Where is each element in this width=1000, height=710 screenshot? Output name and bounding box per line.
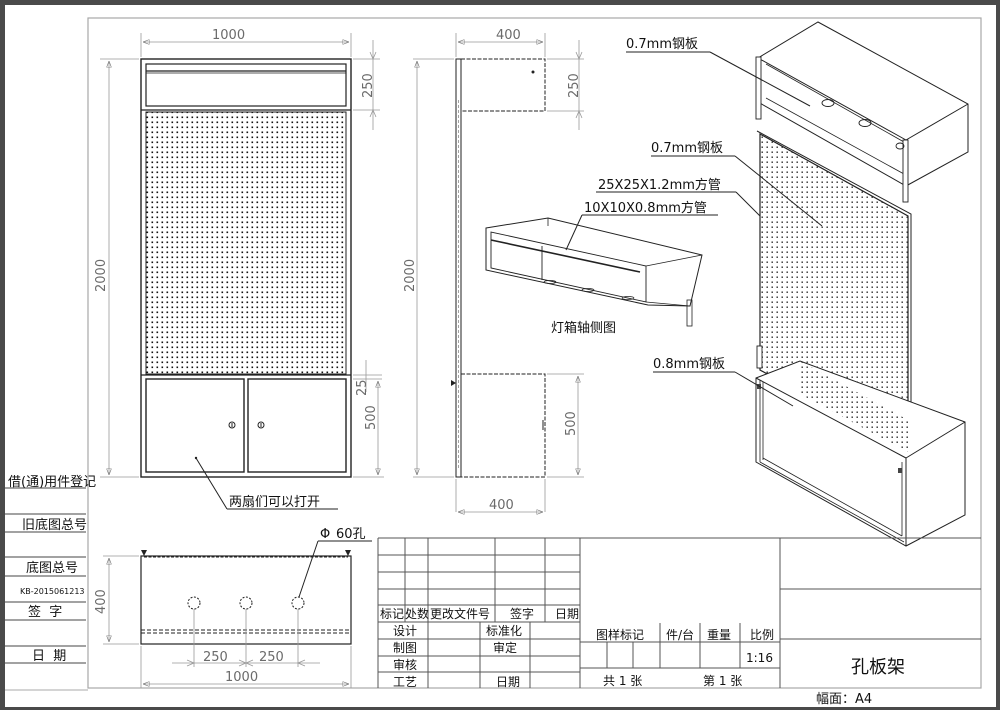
top-plate-callout: 0.7mm钢板 [626, 37, 698, 52]
front-gap-dim: 25 [355, 379, 370, 396]
top-view-width-dim: 1000 [225, 670, 258, 685]
front-width-dim: 1000 [212, 28, 245, 43]
rev-header-doc: 更改文件号 [430, 606, 490, 621]
old-base-drawing-label: 旧底图总号 [22, 517, 87, 533]
hole-icon [187, 596, 201, 610]
front-height-dim: 2000 [94, 259, 109, 292]
hole-spacing-2: 250 [259, 650, 284, 665]
rev-header-sign: 签字 [510, 606, 534, 621]
drawing-number: KB-2015061213 [20, 587, 85, 596]
front-top-dim: 250 [361, 73, 376, 98]
side-height-dim: 2000 [403, 259, 418, 292]
pieces-label: 件/台 [666, 627, 694, 642]
side-bottom-width-dim: 400 [489, 498, 514, 513]
door-note: 两扇们可以打开 [229, 494, 320, 510]
scale-value: 1:16 [746, 651, 773, 665]
process-label: 工艺 [393, 675, 417, 689]
standardization-label: 标准化 [486, 624, 522, 638]
scale-label: 比例 [750, 628, 774, 642]
lock-icon [228, 421, 236, 429]
top-view: 250 250 1000 400 Φ 60孔 [94, 527, 372, 688]
register-label: 借(通)用件登记 [8, 475, 96, 490]
date-label-2: 日期 [496, 675, 520, 689]
lock-icon [257, 421, 265, 429]
side-view: 400 400 2000 250 500 [403, 28, 584, 513]
rev-header-date: 日期 [555, 607, 579, 621]
side-top-width-dim: 400 [496, 28, 521, 43]
sheet-number: 第 1 张 [703, 674, 742, 688]
drawing-sheet: 借(通)用件登记 旧底图总号 底图总号 KB-2015061213 签 字 日 … [5, 5, 996, 707]
tube-callout-25: 25X25X1.2mm方管 [598, 177, 721, 193]
approval-label: 审定 [493, 640, 517, 655]
front-bottom-dim: 500 [364, 405, 379, 430]
hole-note: 60孔 [336, 527, 366, 542]
lightbox-caption: 灯箱轴侧图 [551, 320, 616, 336]
sheet-count: 共 1 张 [603, 674, 642, 688]
review-label: 审核 [393, 657, 417, 672]
top-view-depth-dim: 400 [94, 589, 109, 614]
rev-header-count: 处数 [405, 606, 429, 621]
rev-header-mark: 标记 [380, 607, 404, 621]
title-block-text: 标记 处数 更改文件号 签字 日期 设计 标准化 制图 审定 审核 工艺 日期 … [380, 606, 905, 707]
lightbox-isometric: 灯箱轴侧图 25X25X1.2mm方管 10X10X0.8mm方管 [485, 177, 761, 336]
left-door [145, 378, 245, 473]
assembly-isometric: 0.7mm钢板 0.7mm钢板 0.8mm钢板 [626, 21, 969, 547]
signature-label: 签 字 [28, 604, 62, 620]
drawing-frame [87, 17, 982, 689]
bottom-plate-callout: 0.8mm钢板 [653, 357, 725, 372]
diameter-icon: Φ [320, 527, 330, 542]
paper-size: 幅面：A4 [816, 692, 872, 707]
base-drawing-label: 底图总号 [26, 560, 78, 576]
side-bottom-dim: 500 [564, 411, 579, 436]
drawing-title: 孔板架 [851, 657, 905, 678]
front-view: 两扇们可以打开 1000 2000 250 25 500 [94, 28, 384, 510]
right-door [247, 378, 347, 473]
hole-spacing-1: 250 [203, 650, 228, 665]
drafting-label: 制图 [393, 641, 417, 655]
title-block [377, 537, 981, 688]
hole-icon [291, 596, 305, 610]
panel-plate-callout: 0.7mm钢板 [651, 141, 723, 156]
hole-icon [239, 596, 253, 610]
side-top-dim: 250 [567, 73, 582, 98]
weight-label: 重量 [707, 628, 731, 642]
engineering-drawing: 借(通)用件登记 旧底图总号 底图总号 KB-2015061213 签 字 日 … [5, 17, 982, 707]
design-label: 设计 [393, 624, 417, 638]
tube-callout-10: 10X10X0.8mm方管 [584, 200, 707, 216]
pattern-mark-label: 图样标记 [596, 627, 644, 642]
date-label: 日 期 [32, 649, 66, 664]
left-register-strip: 借(通)用件登记 旧底图总号 底图总号 KB-2015061213 签 字 日 … [5, 475, 96, 664]
